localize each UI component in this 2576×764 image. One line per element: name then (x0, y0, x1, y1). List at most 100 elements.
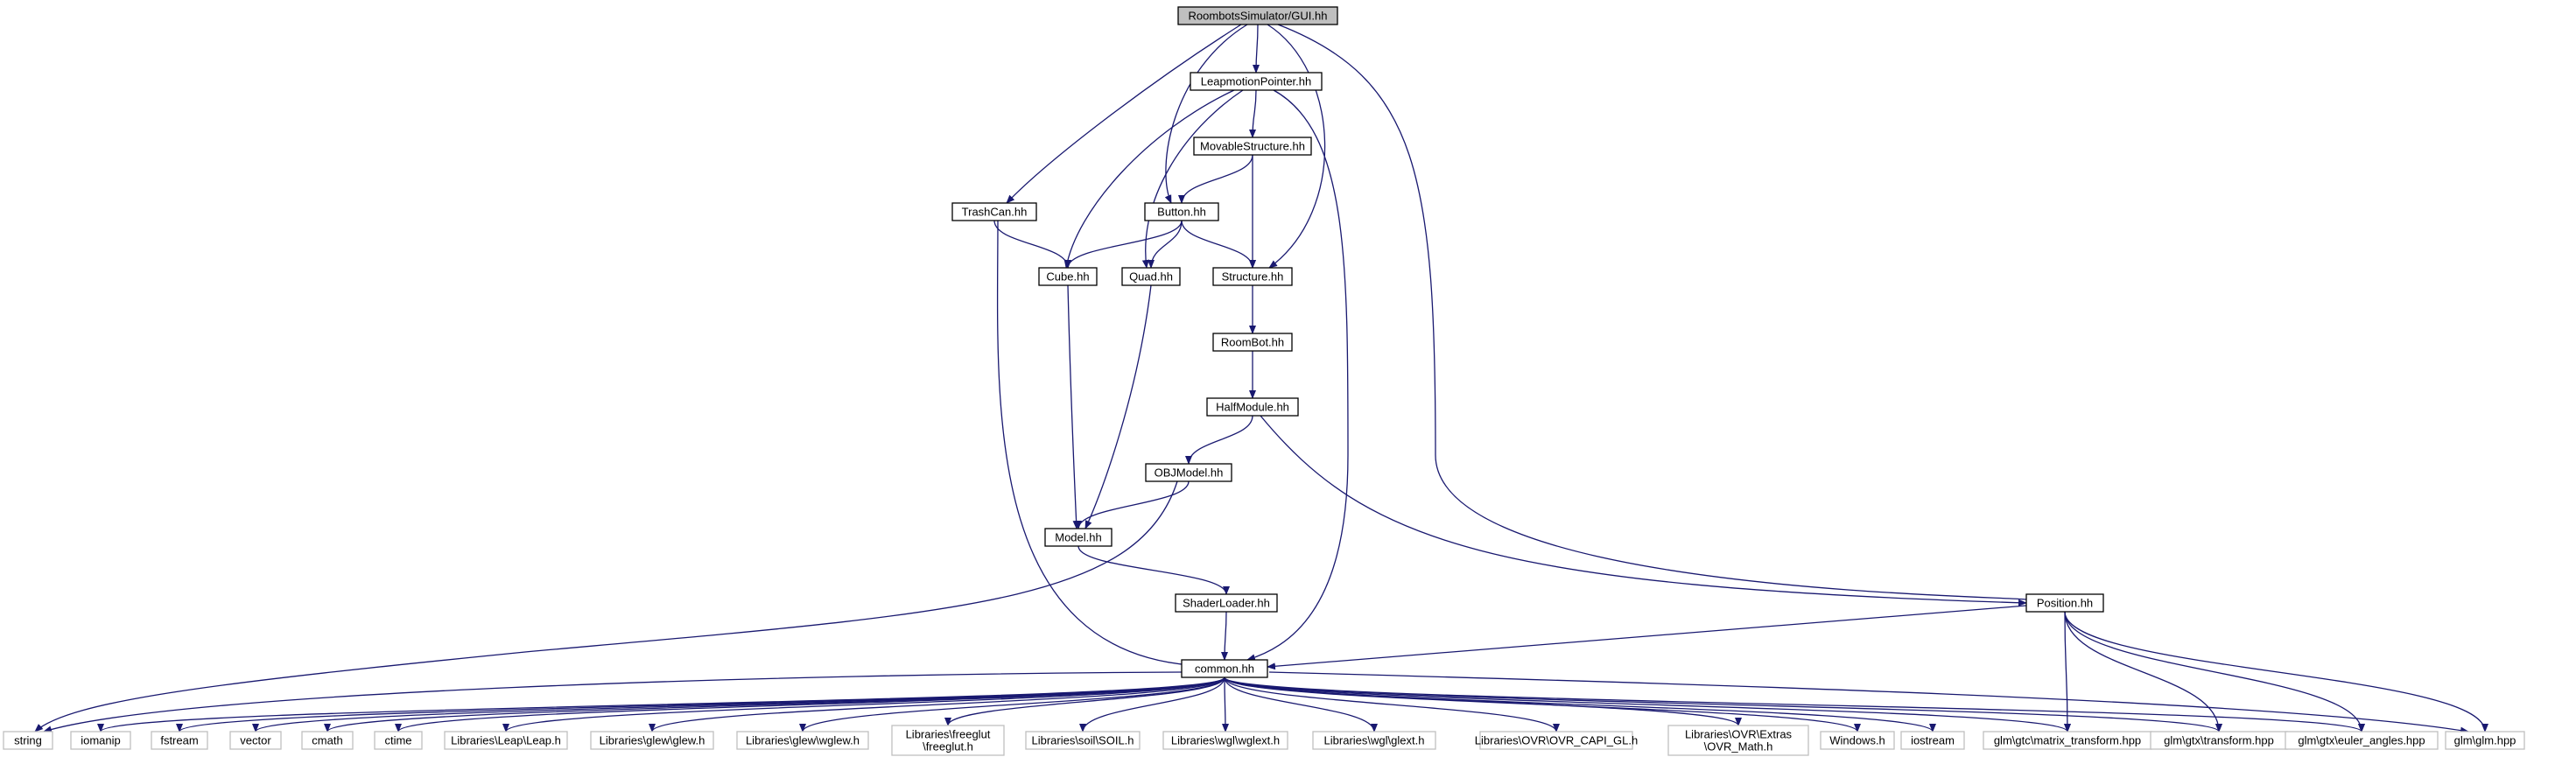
node-label-roombot: RoomBot.hh (1221, 336, 1284, 349)
node-box-objmodel (1145, 463, 1232, 482)
node-string: string (3, 731, 53, 750)
edge-leap-to-movable (1249, 89, 1257, 138)
node-position[interactable]: Position.hh (2025, 593, 2104, 613)
node-box-freeglut (891, 725, 1005, 756)
node-label-halfmodule: HalfModule.hh (1216, 401, 1289, 414)
node-label-leap: LeapmotionPointer.hh (1201, 75, 1311, 88)
edge-common-to-leaph (502, 676, 1225, 732)
node-label-cmath: cmath (312, 734, 342, 747)
node-box-soil (1025, 731, 1141, 750)
node-common[interactable]: common.hh (1181, 659, 1268, 678)
node-box-ovrcapi (1479, 731, 1633, 750)
node-box-windows (1820, 731, 1895, 750)
node-wglwglext: Libraries\wgl\wglext.h (1162, 731, 1288, 750)
node-roombot[interactable]: RoomBot.hh (1212, 333, 1293, 352)
edge-position-to-matrixtf (2063, 611, 2071, 732)
node-shader[interactable]: ShaderLoader.hh (1175, 593, 1278, 613)
node-iostream: iostream (1900, 731, 1965, 750)
node-quad[interactable]: Quad.hh (1121, 267, 1181, 286)
node-trashcan[interactable]: TrashCan.hh (951, 202, 1037, 221)
node-label-matrixtf: glm\gtc\matrix_transform.hpp (1994, 734, 2141, 747)
edge-button-to-structure (1181, 220, 1256, 269)
edges-layer (34, 24, 2488, 734)
node-label-wglwglext: Libraries\wgl\wglext.h (1171, 734, 1280, 747)
edge-button-to-quad (1148, 220, 1183, 269)
node-box-fstream (151, 731, 208, 750)
node-halfmodule[interactable]: HalfModule.hh (1206, 397, 1299, 417)
node-label-common: common.hh (1195, 662, 1254, 676)
node-box-halfmodule (1206, 397, 1299, 417)
node-box-cmath (301, 731, 354, 750)
edge-position-to-common (1267, 605, 2027, 670)
node-label-soil: Libraries\soil\SOIL.h (1031, 734, 1134, 747)
node-label-trashcan: TrashCan.hh (962, 206, 1028, 219)
node-label-position: Position.hh (2037, 597, 2093, 610)
edge-common-to-vector (252, 676, 1225, 732)
node-box-trashcan (951, 202, 1037, 221)
node-button[interactable]: Button.hh (1144, 202, 1219, 221)
node-box-ctime (374, 731, 423, 750)
node-structure[interactable]: Structure.hh (1212, 267, 1293, 286)
node-ovrcapi: Libraries\OVR\OVR_CAPI_GL.h (1475, 731, 1638, 750)
edge-common-to-matrixtf (1224, 676, 2071, 732)
edge-cube-to-model (1067, 284, 1080, 529)
node-box-glewh (590, 731, 714, 750)
node-label-shader: ShaderLoader.hh (1183, 597, 1270, 610)
node-cube[interactable]: Cube.hh (1038, 267, 1098, 286)
edge-common-to-glewh (649, 676, 1225, 732)
node-label-freeglut-1: \freeglut.h (923, 740, 973, 753)
node-label-ovrmath-0: Libraries\OVR\Extras (1685, 728, 1793, 741)
node-label-euler: glm\gtx\euler_angles.hpp (2298, 734, 2425, 747)
edge-leap-to-common (1246, 89, 1349, 662)
node-fstream: fstream (151, 731, 208, 750)
node-box-movable (1193, 137, 1312, 156)
node-box-structure (1212, 267, 1293, 286)
node-label-freeglut-0: Libraries\freeglut (906, 728, 991, 741)
edge-common-to-windows (1224, 676, 1861, 732)
node-box-common (1181, 659, 1268, 678)
edge-gui-to-trashcan (1006, 24, 1242, 204)
node-box-iostream (1900, 731, 1965, 750)
edge-gui-to-button (1164, 24, 1248, 204)
edge-common-to-wglewh (799, 676, 1225, 732)
node-windows: Windows.h (1820, 731, 1895, 750)
edge-common-to-soil (1079, 676, 1225, 732)
node-ovrmath: Libraries\OVR\Extras\OVR_Math.h (1667, 725, 1809, 756)
node-box-glm (2445, 731, 2525, 750)
node-label-leaph: Libraries\Leap\Leap.h (451, 734, 561, 747)
edge-trashcan-to-cube (993, 220, 1071, 269)
node-iomanip: iomanip (70, 731, 131, 750)
node-label-iostream: iostream (1911, 734, 1955, 747)
node-label-gui: RoombotsSimulator/GUI.hh (1189, 10, 1328, 23)
node-box-position (2025, 593, 2104, 613)
edge-common-to-ctime (395, 676, 1225, 732)
node-gui[interactable]: RoombotsSimulator/GUI.hh (1177, 6, 1338, 25)
node-box-roombot (1212, 333, 1293, 352)
node-box-leaph (444, 731, 568, 750)
edge-position-to-euler (2064, 611, 2365, 732)
node-label-ctime: ctime (384, 734, 411, 747)
edge-gui-to-structure (1267, 24, 1326, 269)
edge-common-to-freeglut (944, 676, 1225, 726)
node-label-movable: MovableStructure.hh (1200, 140, 1305, 153)
node-gtxtf: glm\gtx\transform.hpp (2150, 731, 2288, 750)
edge-common-to-euler (1224, 676, 2365, 732)
node-model[interactable]: Model.hh (1044, 528, 1113, 547)
edge-halfmodule-to-objmodel (1185, 415, 1253, 465)
node-label-button: Button.hh (1157, 206, 1206, 219)
node-box-leap (1190, 72, 1323, 91)
node-matrixtf: glm\gtc\matrix_transform.hpp (1983, 731, 2152, 750)
node-label-iomanip: iomanip (81, 734, 121, 747)
node-wglewh: Libraries\glew\wglew.h (736, 731, 869, 750)
node-box-model (1044, 528, 1113, 547)
node-glewh: Libraries\glew\glew.h (590, 731, 714, 750)
edge-position-to-gtxtf (2064, 611, 2222, 732)
node-box-wglewh (736, 731, 869, 750)
node-label-fstream: fstream (160, 734, 198, 747)
node-box-iomanip (70, 731, 131, 750)
node-wglglext: Libraries\wgl\glext.h (1312, 731, 1436, 750)
node-movable[interactable]: MovableStructure.hh (1193, 137, 1312, 156)
node-objmodel[interactable]: OBJModel.hh (1145, 463, 1232, 482)
node-label-glm: glm\glm.hpp (2454, 734, 2516, 747)
node-leap[interactable]: LeapmotionPointer.hh (1190, 72, 1323, 91)
